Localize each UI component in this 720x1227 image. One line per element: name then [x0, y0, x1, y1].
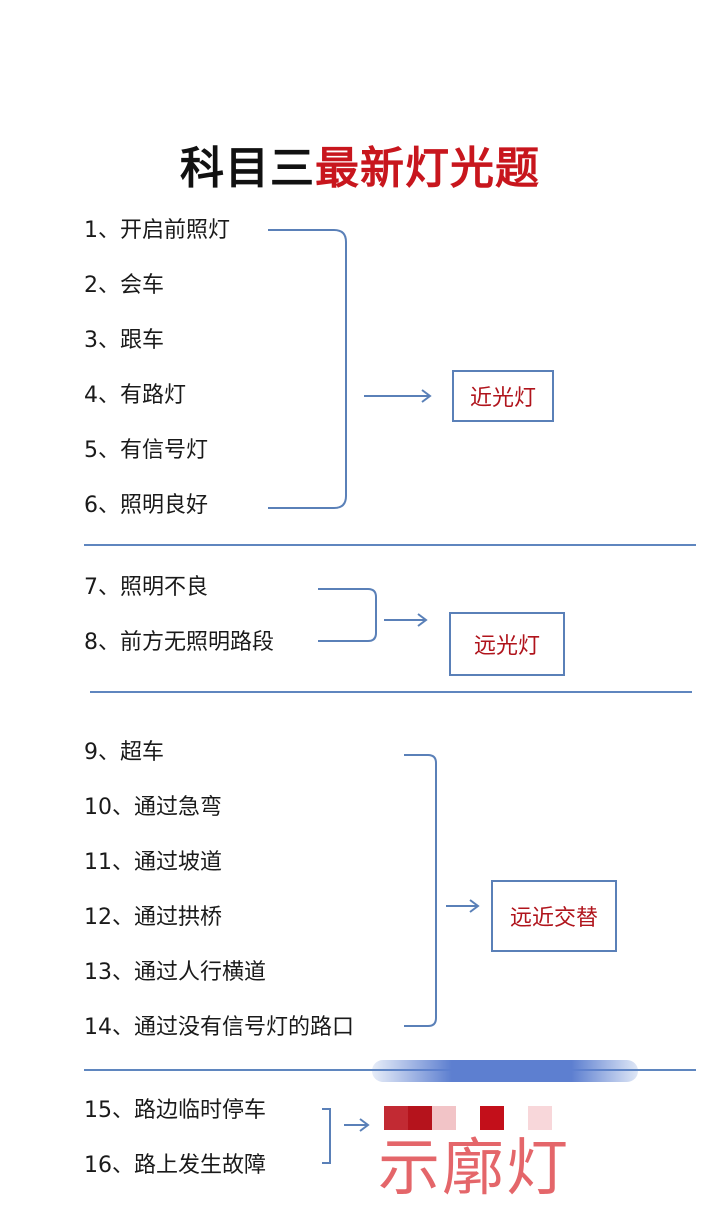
bracket-group-3 [404, 754, 437, 1027]
title-part-2: 最新灯光题 [315, 143, 540, 194]
page-title: 科目三最新灯光题 [0, 132, 720, 196]
list-item: 14、通过没有信号灯的路口 [84, 1015, 354, 1040]
list-item: 1、开启前照灯 [84, 218, 230, 243]
redaction-blot [528, 1106, 552, 1130]
list-item: 11、通过坡道 [84, 850, 222, 875]
redaction-blot [408, 1106, 432, 1130]
bracket-group-2 [318, 588, 377, 642]
divider [84, 544, 696, 546]
list-item: 10、通过急弯 [84, 795, 222, 820]
arrow-head-2 [417, 613, 428, 627]
result-clearance-lamp: 示廓灯 [378, 1131, 571, 1204]
list-item: 4、有路灯 [84, 383, 186, 408]
list-item: 13、通过人行横道 [84, 960, 266, 985]
list-item: 7、照明不良 [84, 575, 208, 600]
list-item: 2、会车 [84, 273, 164, 298]
arrow-head-4 [359, 1118, 370, 1132]
list-item: 6、照明良好 [84, 493, 208, 518]
bracket-group-4 [322, 1108, 331, 1164]
result-box-high-beam: 远光灯 [449, 612, 565, 676]
list-item: 12、通过拱桥 [84, 905, 222, 930]
divider [90, 691, 692, 693]
list-item: 16、路上发生故障 [84, 1153, 266, 1178]
list-item: 15、路边临时停车 [84, 1098, 266, 1123]
result-box-alternating: 远近交替 [491, 880, 617, 952]
list-item: 5、有信号灯 [84, 438, 208, 463]
result-box-low-beam: 近光灯 [452, 370, 554, 422]
list-item: 3、跟车 [84, 328, 164, 353]
list-item: 8、前方无照明路段 [84, 630, 274, 655]
redaction-blot [432, 1106, 456, 1130]
bracket-group-1 [268, 229, 347, 509]
blurred-overlay [372, 1060, 638, 1082]
redaction-blot [384, 1106, 408, 1130]
title-part-1: 科目三 [180, 143, 315, 194]
arrow-head-1 [421, 389, 432, 403]
list-item: 9、超车 [84, 740, 164, 765]
arrow-head-3 [469, 899, 480, 913]
redaction-blot [480, 1106, 504, 1130]
